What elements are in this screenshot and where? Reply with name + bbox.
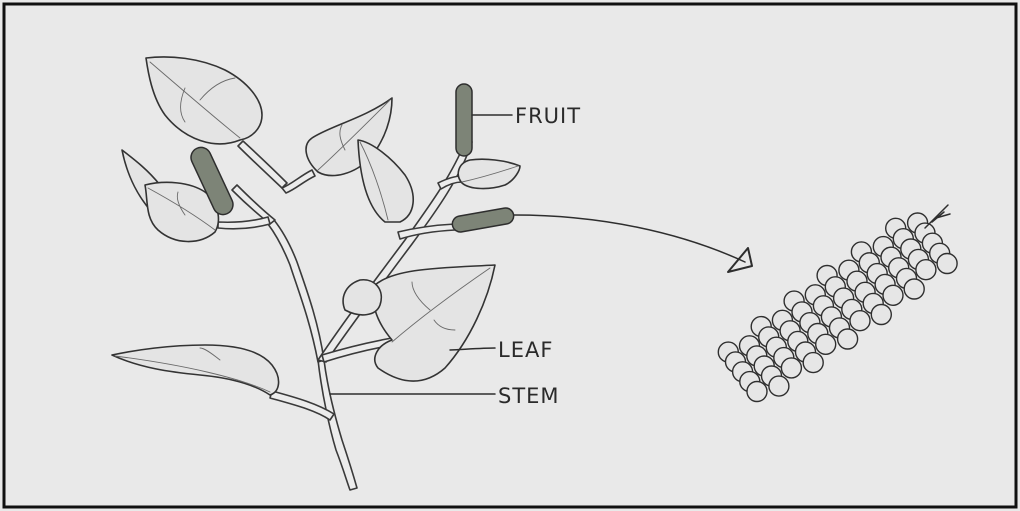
label-fruit: FRUIT [515, 104, 581, 128]
fruit-bead [850, 311, 870, 331]
fruit-bead [803, 353, 823, 373]
label-stem: STEM [498, 384, 560, 408]
fruit-bead [838, 329, 858, 349]
fruit-bead [769, 376, 789, 396]
fruit-stalk-tip [925, 205, 950, 228]
fruit-bead [916, 260, 936, 280]
fruit-bead [747, 382, 767, 402]
fruit-bead [937, 254, 957, 274]
fruit-bead [904, 279, 924, 299]
magnify-arrow [514, 215, 752, 272]
label-leaf: LEAF [498, 338, 553, 362]
fruit-bead [781, 358, 801, 378]
fruit-bead [871, 305, 891, 325]
fruit-bead [883, 285, 903, 305]
fruit-bead [816, 334, 836, 354]
enlarged-fruit [718, 205, 957, 402]
